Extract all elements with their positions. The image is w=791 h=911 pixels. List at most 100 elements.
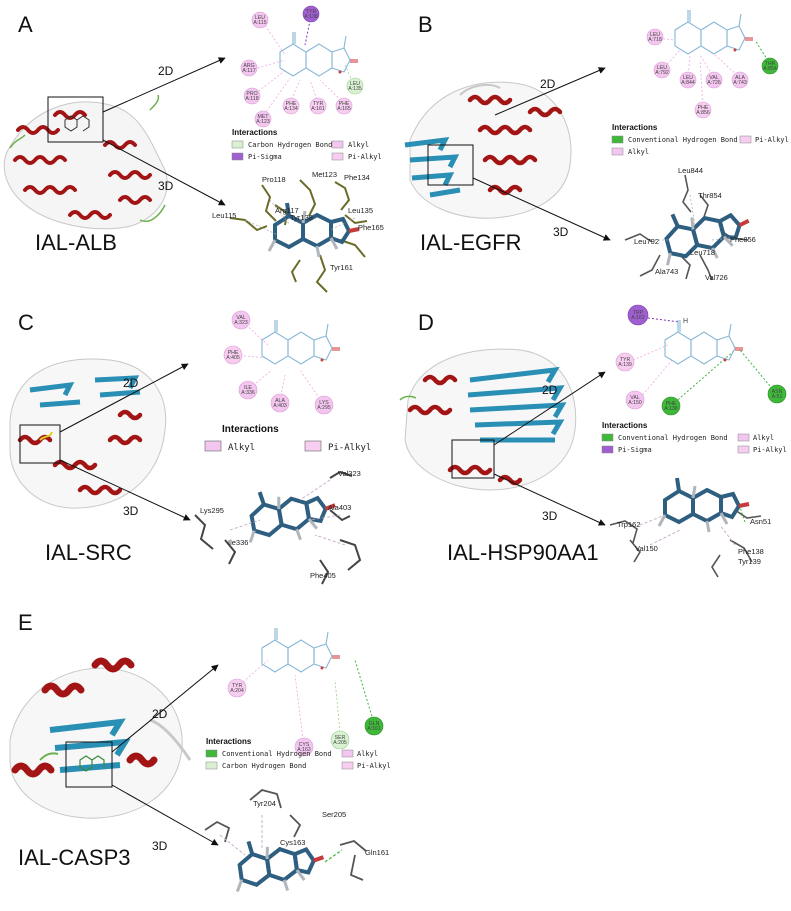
svg-text:A:51: A:51 — [772, 394, 783, 400]
label-2d: 2D — [123, 376, 139, 390]
svg-text:A:138: A:138 — [664, 406, 678, 412]
svg-text:Alkyl: Alkyl — [628, 148, 649, 156]
svg-text:Interactions: Interactions — [232, 128, 278, 137]
svg-text:PHE: PHE — [286, 101, 297, 107]
svg-text:Interactions: Interactions — [222, 424, 279, 435]
svg-text:A:336: A:336 — [241, 390, 255, 396]
svg-text:LEU: LEU — [683, 75, 693, 81]
panel-e: E 2D 3D IAL-CASP3 — [9, 610, 391, 900]
svg-text:A:123: A:123 — [256, 119, 270, 125]
interaction-3d-view: Val323 Ala403 Lys295 Ile336 Phe405 — [194, 469, 362, 585]
svg-text:Lys295: Lys295 — [200, 506, 224, 515]
arrow-3d — [472, 177, 611, 241]
panel-letter: E — [18, 610, 33, 635]
svg-text:A:792: A:792 — [655, 70, 669, 76]
svg-text:Leu792: Leu792 — [634, 237, 659, 246]
svg-text:Alkyl: Alkyl — [348, 141, 369, 149]
svg-text:Phe165: Phe165 — [358, 223, 384, 232]
svg-text:A:138: A:138 — [304, 14, 318, 20]
svg-text:Leu718: Leu718 — [690, 248, 715, 257]
svg-text:Ala743: Ala743 — [655, 267, 678, 276]
svg-text:TYR: TYR — [232, 683, 243, 689]
svg-text:TYR: TYR — [620, 357, 631, 363]
svg-text:Interactions: Interactions — [206, 737, 252, 746]
svg-text:Pi-Sigma: Pi-Sigma — [618, 446, 652, 454]
interaction-legend: Interactions Carbon Hydrogen Bond Alkyl … — [231, 128, 382, 161]
interaction-legend: Interactions Alkyl Pi-Alkyl — [204, 424, 371, 453]
svg-text:A:150: A:150 — [628, 400, 642, 406]
svg-text:Phe134: Phe134 — [344, 173, 370, 182]
svg-text:A:161: A:161 — [367, 726, 381, 732]
protein-cartoon — [399, 348, 577, 491]
svg-text:Pi-Alkyl: Pi-Alkyl — [348, 153, 382, 161]
svg-text:Leu844: Leu844 — [678, 166, 703, 175]
svg-text:CYS: CYS — [299, 742, 310, 748]
panel-letter: A — [18, 12, 33, 37]
svg-text:ASN: ASN — [772, 389, 783, 395]
svg-text:VAL: VAL — [236, 315, 246, 321]
interaction-legend: Interactions Conventional Hydrogen Bond … — [611, 123, 789, 156]
svg-text:ALA: ALA — [275, 398, 285, 404]
svg-text:Pi-Alkyl: Pi-Alkyl — [328, 443, 371, 453]
svg-text:Conventional Hydrogen Bond: Conventional Hydrogen Bond — [222, 750, 332, 758]
svg-text:VAL: VAL — [630, 395, 640, 401]
panel-a: A 2D 3D IAL- — [3, 5, 384, 293]
interaction-legend: Interactions Conventional Hydrogen Bond … — [601, 421, 787, 454]
svg-text:Thr854: Thr854 — [698, 191, 722, 200]
binding-site-box — [19, 424, 61, 464]
svg-text:Val726: Val726 — [705, 273, 728, 282]
label-2d: 2D — [542, 383, 558, 397]
svg-text:A:295: A:295 — [317, 405, 331, 411]
svg-text:Tyr139: Tyr139 — [738, 557, 761, 566]
svg-text:ALA: ALA — [735, 75, 745, 81]
svg-text:Cys163: Cys163 — [280, 838, 305, 847]
svg-text:Met123: Met123 — [312, 170, 337, 179]
arrow-3d — [493, 473, 606, 526]
protein-cartoon — [9, 358, 167, 509]
svg-text:THR: THR — [765, 61, 776, 67]
svg-text:A:135: A:135 — [348, 86, 362, 92]
svg-text:A:718: A:718 — [648, 37, 662, 43]
svg-text:A:726: A:726 — [707, 80, 721, 86]
binding-site-box — [47, 96, 104, 143]
label-2d: 2D — [540, 77, 556, 91]
svg-text:GLN: GLN — [369, 721, 380, 727]
label-3d: 3D — [158, 179, 174, 193]
label-3d: 3D — [553, 225, 569, 239]
svg-text:Conventional Hydrogen Bond: Conventional Hydrogen Bond — [618, 434, 728, 442]
label-3d: 3D — [123, 504, 139, 518]
svg-text:Carbon Hydrogen Bond: Carbon Hydrogen Bond — [222, 762, 306, 770]
svg-text:Conventional Hydrogen Bond: Conventional Hydrogen Bond — [628, 136, 738, 144]
protein-cartoon — [404, 81, 572, 219]
svg-text:Val323: Val323 — [338, 469, 361, 478]
svg-text:Pi-Alkyl: Pi-Alkyl — [357, 762, 391, 770]
arrow-2d — [102, 57, 226, 113]
arrow-2d — [59, 363, 189, 433]
interaction-3d-view: Pro118 Met123 Phe134 Arg117 Leu115 Tyr13… — [212, 170, 384, 293]
svg-text:Pro118: Pro118 — [262, 175, 286, 184]
svg-text:Tyr161: Tyr161 — [330, 263, 353, 272]
svg-text:Val150: Val150 — [635, 544, 658, 553]
svg-text:Alkyl: Alkyl — [753, 434, 774, 442]
panel-c: C 2D 3D IAL-SRC — [9, 310, 371, 585]
svg-text:A:405: A:405 — [226, 355, 240, 361]
svg-text:A:205: A:205 — [333, 740, 347, 746]
svg-text:VAL: VAL — [709, 75, 719, 81]
